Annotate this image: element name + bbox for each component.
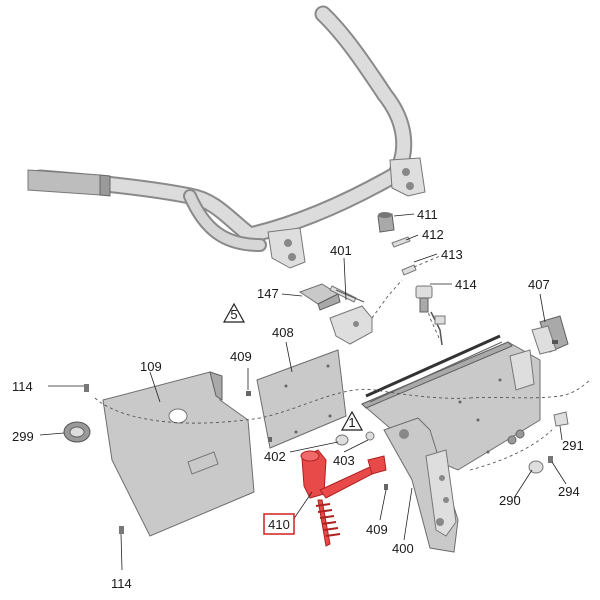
leader-lines (39, 213, 567, 571)
part-408-plate (256, 349, 347, 449)
label-294: 294 (558, 484, 580, 499)
note-triangle-5: 5 (222, 302, 246, 323)
harness-line-left (94, 388, 471, 424)
part-109-cover-plate (102, 371, 255, 537)
part-402-bushing (335, 431, 375, 446)
part-411-knob (377, 212, 395, 233)
handlebar (27, 5, 426, 269)
label-403: 403 (333, 453, 355, 468)
label-114-top: 114 (12, 379, 33, 394)
part-290-knob (528, 460, 544, 474)
label-414: 414 (455, 277, 477, 292)
label-409-bottom: 409 (366, 522, 388, 537)
part-291-clip (553, 411, 569, 427)
note-triangle-1: 1 (340, 410, 364, 431)
part-409-screw-upper (246, 391, 251, 396)
part-414-sensor (415, 285, 446, 346)
part-299-grommet (63, 421, 91, 443)
part-400-frame (361, 334, 541, 553)
part-114-screw-top (84, 384, 89, 392)
label-109: 109 (140, 359, 162, 374)
part-409-screw-lower (384, 484, 388, 490)
part-114-screw-bottom (119, 526, 124, 534)
svg-text:410: 410 (268, 517, 290, 532)
label-402: 402 (264, 449, 286, 464)
part-407-switch (531, 315, 569, 355)
svg-text:1: 1 (348, 415, 355, 430)
label-291: 291 (562, 438, 584, 453)
label-290: 290 (499, 493, 521, 508)
label-299: 299 (12, 429, 34, 444)
label-410-highlighted[interactable]: 410 (263, 513, 295, 535)
label-147: 147 (257, 286, 279, 301)
part-403-screw (268, 437, 272, 442)
svg-text:5: 5 (230, 307, 237, 322)
label-408: 408 (272, 325, 294, 340)
harness-line-right (469, 379, 591, 399)
label-400: 400 (392, 541, 414, 556)
label-401: 401 (330, 243, 352, 258)
label-412: 412 (422, 227, 444, 242)
part-413-bolt (401, 255, 441, 276)
label-413: 413 (441, 247, 463, 262)
label-407: 407 (528, 277, 550, 292)
part-294-screw (548, 456, 553, 463)
part-410-highlighted-lever (300, 449, 387, 547)
part-147-pedal (298, 283, 341, 311)
part-401-bracket (329, 279, 403, 345)
label-114-bottom: 114 (111, 576, 132, 591)
label-411: 411 (417, 207, 438, 222)
label-409-top: 409 (230, 349, 252, 364)
part-412-pin (391, 236, 411, 248)
